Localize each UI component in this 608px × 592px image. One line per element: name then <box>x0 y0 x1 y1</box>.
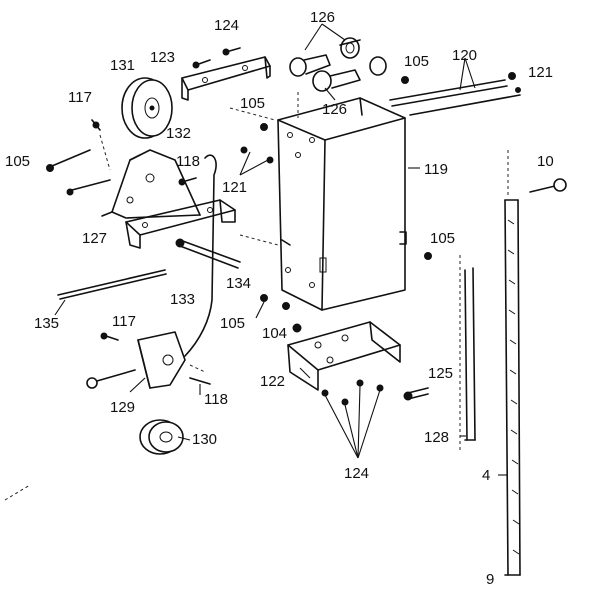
leader-lines <box>54 23 508 476</box>
label-118-b: 118 <box>204 391 228 408</box>
label-120: 120 <box>452 47 477 64</box>
bracket-132 <box>101 149 201 219</box>
label-133: 133 <box>170 291 195 308</box>
alignment-lines <box>4 92 299 501</box>
sprocket-rail <box>504 150 521 576</box>
label-124-bottom: 124 <box>344 465 369 482</box>
label-132: 132 <box>166 125 191 142</box>
screws-124-bottom <box>321 379 384 406</box>
label-105-c: 105 <box>430 230 455 247</box>
pulley-131 <box>121 77 173 139</box>
label-118-a: 118 <box>176 153 200 170</box>
shaft-134 <box>175 238 241 269</box>
rollers-126 <box>289 37 387 92</box>
knob-10 <box>529 178 567 193</box>
label-129: 129 <box>110 399 135 416</box>
bracket-122 <box>287 321 401 391</box>
part-labels: 124 126 123 131 117 105 105 120 121 126 … <box>5 9 554 588</box>
label-122: 122 <box>260 373 285 390</box>
label-130: 130 <box>192 431 217 448</box>
label-4: 4 <box>482 467 490 484</box>
label-9: 9 <box>486 571 494 588</box>
label-126-top: 126 <box>310 9 335 26</box>
label-125: 125 <box>428 365 453 382</box>
rod-120 <box>389 79 521 116</box>
pulley-130 <box>139 419 184 455</box>
screws-124-top <box>192 47 241 69</box>
label-119: 119 <box>424 161 448 178</box>
rail-128 <box>459 255 476 450</box>
label-105-b: 105 <box>404 53 429 70</box>
label-123: 123 <box>150 49 175 66</box>
bracket-127 <box>125 199 236 249</box>
label-135: 135 <box>34 315 59 332</box>
chassis-plate-119 <box>277 97 407 311</box>
label-121-center: 121 <box>222 179 247 196</box>
small-hardware <box>46 72 521 385</box>
pulley-bracket-129 <box>86 331 186 389</box>
label-126-mid: 126 <box>322 101 347 118</box>
label-10: 10 <box>537 153 554 170</box>
label-105-left: 105 <box>5 153 30 170</box>
bracket-123 <box>181 56 271 101</box>
label-124-top: 124 <box>214 17 239 34</box>
label-127: 127 <box>82 230 107 247</box>
cable-133 <box>184 154 217 357</box>
label-117-left: 117 <box>68 89 92 106</box>
nuts-121 <box>240 146 274 164</box>
label-117-bottom: 117 <box>112 313 136 330</box>
label-134: 134 <box>226 275 251 292</box>
label-104: 104 <box>262 325 287 342</box>
label-128: 128 <box>424 429 449 446</box>
label-105-d: 105 <box>220 315 245 332</box>
label-131: 131 <box>110 57 135 74</box>
label-105-a: 105 <box>240 95 265 112</box>
rod-135 <box>57 269 167 300</box>
bolt-125 <box>403 387 429 401</box>
label-121-right: 121 <box>528 64 553 81</box>
